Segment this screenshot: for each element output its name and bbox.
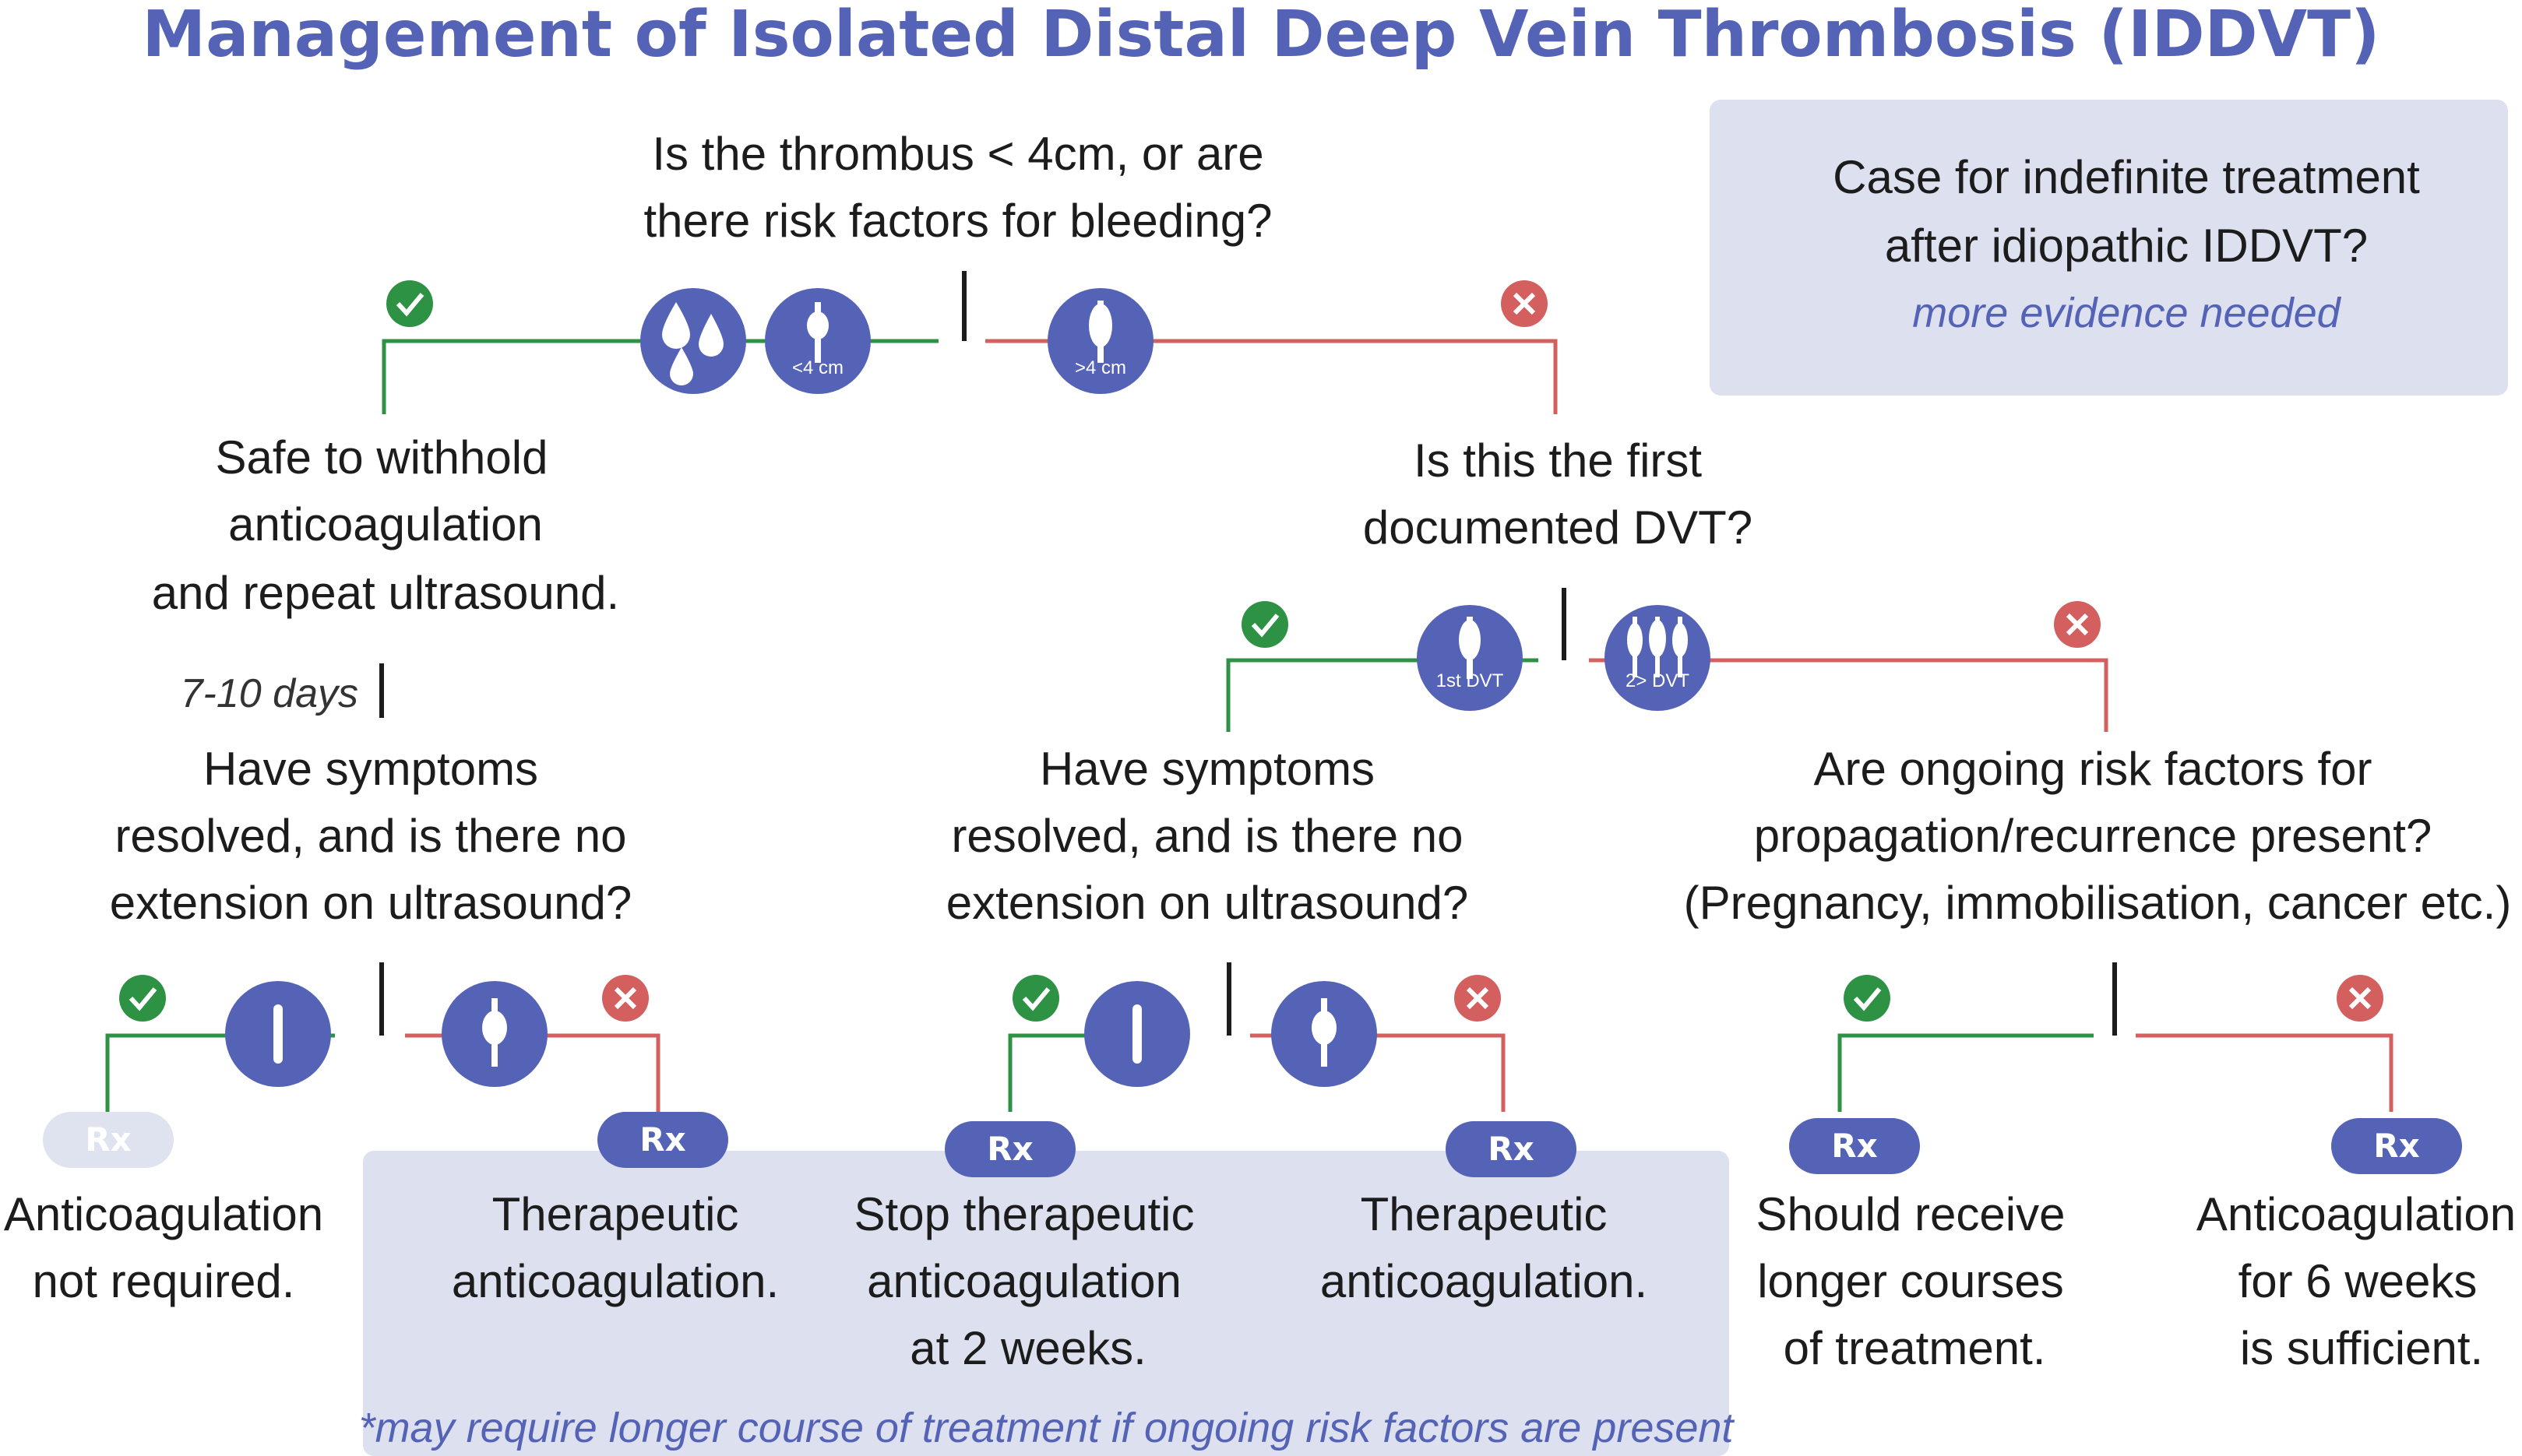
rx-badge-label: Rx <box>2373 1127 2419 1165</box>
outcome-4-line-1: Therapeutic <box>1361 1188 1608 1240</box>
side-box <box>1710 100 2508 396</box>
rx-badge-label: Rx <box>987 1130 1033 1168</box>
q3-left-line-2: resolved, and is there no <box>114 810 626 862</box>
extended-clot-icon <box>442 981 548 1087</box>
resolved-vein-icon <box>1084 981 1190 1087</box>
q3-left-line-1: Have symptoms <box>203 743 538 795</box>
q3-right-no-cross-icon <box>2337 975 2383 1022</box>
rx-badge-faded: Rx <box>43 1112 174 1168</box>
bleeding-risk-drops-icon <box>640 288 746 394</box>
small-thrombus-icon: <4 cm <box>765 288 871 394</box>
side-box-question-line-1: Case for indefinite treatment <box>1833 151 2420 203</box>
rx-badge: Rx <box>945 1121 1076 1177</box>
q3-mid-line-1: Have symptoms <box>1040 743 1375 795</box>
rx-badge-label: Rx <box>639 1120 685 1159</box>
rx-badge-label: Rx <box>1831 1127 1877 1165</box>
q3-mid-line-2: resolved, and is there no <box>951 810 1463 862</box>
outcome-3-line-1: Stop therapeutic <box>854 1188 1195 1240</box>
outcome-3-line-3: at 2 weeks. <box>910 1322 1147 1374</box>
interval-label: 7-10 days <box>181 671 358 716</box>
q2-no-cross-icon <box>2054 601 2101 648</box>
rx-badge-label: Rx <box>1488 1130 1534 1168</box>
q3-mid-line-3: extension on ultrasound? <box>946 877 1469 929</box>
q3-mid-yes-check-icon <box>1013 975 1059 1022</box>
q3-right-yes-branch <box>1837 1033 2094 1112</box>
q3-right-line-1: Are ongoing risk factors for <box>1814 743 2372 795</box>
outcome-5-line-3: of treatment. <box>1784 1322 2046 1374</box>
q3-right-no-branch <box>2136 1033 2393 1112</box>
safe-line-1: Safe to withhold <box>216 431 548 484</box>
outcome-3-line-2: anticoagulation <box>867 1255 1182 1307</box>
rx-badge: Rx <box>1446 1121 1576 1177</box>
q2-line-1: Is this the first <box>1414 434 1702 487</box>
q3-right-line-3: (Pregnancy, immobilisation, cancer etc.) <box>1684 877 2512 929</box>
side-box-note: more evidence needed <box>1912 290 2341 336</box>
rx-badge: Rx <box>1789 1118 1920 1174</box>
outcome-5-line-2: longer courses <box>1757 1255 2064 1307</box>
outcome-6-line-3: is sufficient. <box>2240 1322 2483 1374</box>
large-thrombus-label: >4 cm <box>1075 357 1126 378</box>
rx-badge: Rx <box>2331 1118 2462 1174</box>
q3-left-line-3: extension on ultrasound? <box>110 877 632 929</box>
outcome-6-line-1: Anticoagulation <box>2196 1188 2516 1240</box>
outcome-4-line-2: anticoagulation. <box>1320 1255 1647 1307</box>
q1-yes-check-icon <box>386 280 433 327</box>
footnote-box <box>363 1151 1729 1456</box>
footnote: *may require longer course of treatment … <box>359 1405 1735 1451</box>
q1-yes-branch <box>382 339 939 414</box>
recurrent-dvt-label: 2> DVT <box>1626 670 1689 691</box>
outcome-1-line-2: not required. <box>33 1255 295 1307</box>
large-thrombus-icon: >4 cm <box>1048 288 1154 394</box>
q3-mid-no-cross-icon <box>1454 975 1501 1022</box>
q1-no-branch <box>985 339 1558 414</box>
outcome-1-line-1: Anticoagulation <box>4 1188 323 1240</box>
outcome-6-line-2: for 6 weeks <box>2238 1255 2478 1307</box>
outcome-2-line-2: anticoagulation. <box>452 1255 779 1307</box>
q2-no-branch <box>1589 658 2108 732</box>
q1-line-1: Is the thrombus < 4cm, or are <box>652 128 1263 180</box>
recurrent-dvt-icon: 2> DVT <box>1604 605 1710 711</box>
safe-line-3: and repeat ultrasound. <box>152 567 619 619</box>
outcome-2-line-1: Therapeutic <box>492 1188 739 1240</box>
resolved-vein-icon <box>225 981 331 1087</box>
safe-line-2: anticoagulation <box>228 498 543 550</box>
first-dvt-icon: 1st DVT <box>1417 605 1523 711</box>
page-title: Management of Isolated Distal Deep Vein … <box>142 0 2379 72</box>
first-dvt-label: 1st DVT <box>1436 670 1504 691</box>
small-thrombus-label: <4 cm <box>792 357 844 378</box>
q1-no-cross-icon <box>1501 280 1548 327</box>
side-box-question-line-2: after idiopathic IDDVT? <box>1885 220 2368 272</box>
rx-badge-label: Rx <box>85 1120 131 1159</box>
outcome-5-line-1: Should receive <box>1756 1188 2066 1240</box>
q3-right-yes-check-icon <box>1844 975 1890 1022</box>
rx-badge: Rx <box>597 1112 728 1168</box>
q3-right-line-2: propagation/recurrence present? <box>1754 810 2432 862</box>
q1-line-2: there risk factors for bleeding? <box>643 195 1272 247</box>
q2-yes-check-icon <box>1242 601 1288 648</box>
q2-line-2: documented DVT? <box>1363 501 1752 554</box>
q3-left-no-cross-icon <box>602 975 649 1022</box>
extended-clot-icon <box>1271 981 1377 1087</box>
q3-left-yes-check-icon <box>119 975 166 1022</box>
